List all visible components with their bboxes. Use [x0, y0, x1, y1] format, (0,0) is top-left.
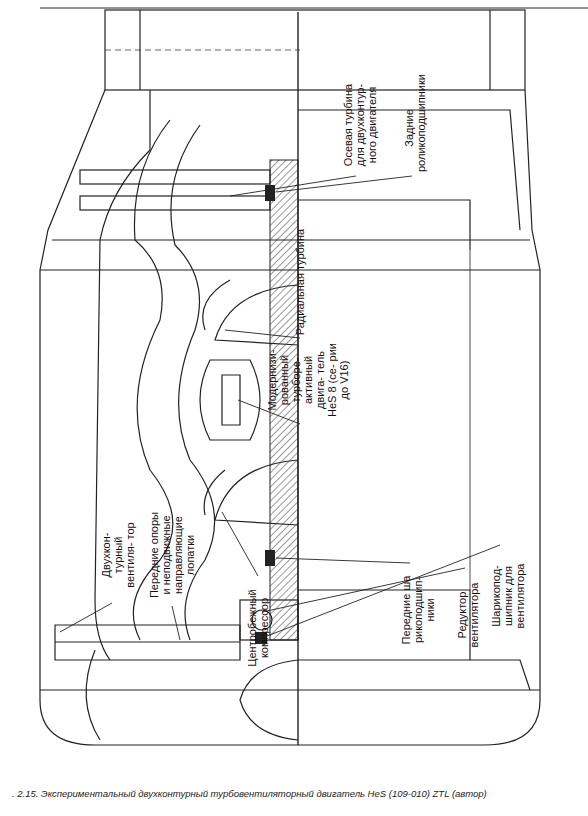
- leader-lines: [60, 176, 500, 640]
- part-label: Передние ша рикоподшип- ники: [400, 566, 436, 654]
- part-label: Модернизи- рованный турборе- активный дв…: [266, 339, 350, 421]
- part-label: Редуктор вентилятора: [456, 575, 480, 655]
- part-label: Шарикопод- шипник для вентилятора: [490, 553, 526, 639]
- part-label: Осевая турбина для двухконтур- ного двиг…: [342, 77, 378, 173]
- part-label: Передние опоры и неподвижные направляющи…: [148, 509, 196, 601]
- part-label: Задние роликоподшипники: [403, 84, 427, 172]
- part-label: Двухкон- турный вентиля- тор: [100, 514, 136, 596]
- engine-outline: [40, 8, 588, 745]
- part-label: Центробежный компрессор: [246, 578, 270, 678]
- part-label: Радиальная турбина: [294, 227, 306, 337]
- figure-caption: . 2.15. Экспериментальный двухконтурный …: [12, 788, 487, 799]
